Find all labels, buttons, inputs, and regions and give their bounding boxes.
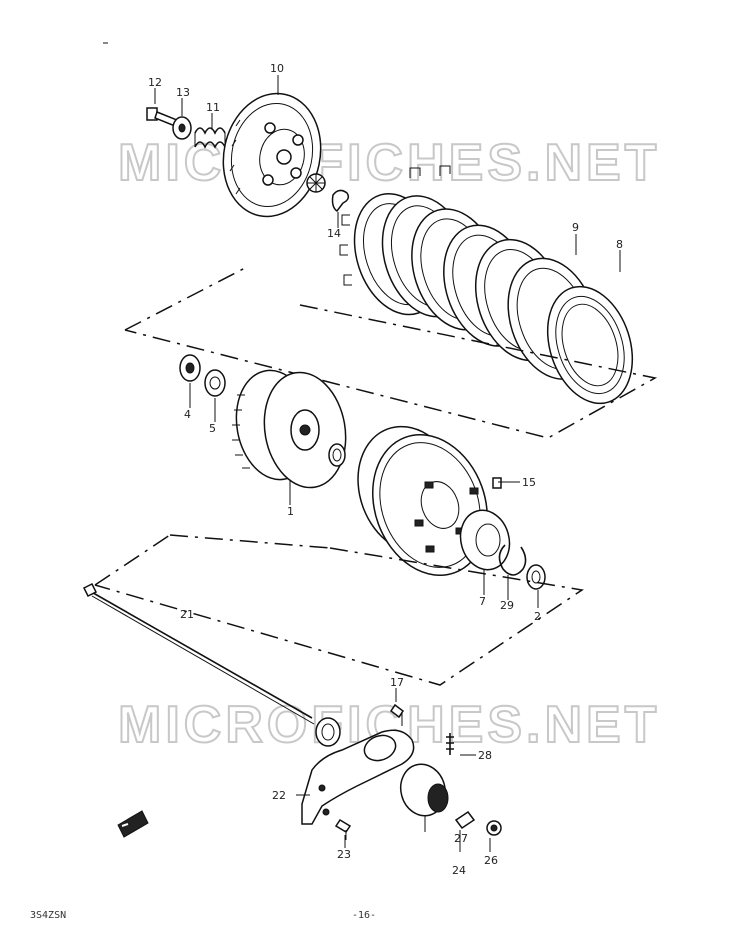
callout-21: 21 (180, 608, 194, 621)
callout-8: 8 (616, 238, 623, 251)
callout-7: 7 (479, 595, 486, 608)
callout-5: 5 (209, 422, 216, 435)
callout-2: 2 (534, 610, 541, 623)
callout-27: 27 (454, 832, 468, 845)
clutch-spring-set (146, 107, 226, 149)
clutch-plate-stack (339, 165, 634, 405)
callout-26: 26 (484, 854, 498, 867)
footer-page-number: -16- (352, 910, 376, 921)
callout-13: 13 (176, 86, 190, 99)
callout-9: 9 (572, 221, 579, 234)
callout-28: 28 (478, 749, 492, 762)
callout-24: 24 (452, 864, 466, 877)
callout-12: 12 (148, 76, 162, 89)
callout-1: 1 (287, 505, 294, 518)
callout-10: 10 (270, 62, 284, 75)
release-bearing (306, 173, 350, 213)
callout-4: 4 (184, 408, 191, 421)
callout-22: 22 (272, 789, 286, 802)
pressure-plate (222, 92, 322, 218)
housing-thrust-parts (459, 509, 546, 590)
clutch-push-rod (82, 582, 341, 747)
callout-23: 23 (337, 848, 351, 861)
front-arrow-icon (117, 810, 149, 838)
callout-leaders (154, 75, 621, 852)
footer-code: 3S4ZSN (30, 910, 66, 921)
callout-15: 15 (522, 476, 536, 489)
callout-17: 17 (390, 676, 404, 689)
plate-stack-outline (124, 267, 658, 439)
callout-29: 29 (500, 599, 514, 612)
callout-14: 14 (327, 227, 341, 240)
housing-outline (94, 534, 584, 686)
clutch-housing (357, 425, 502, 576)
clutch-hub (232, 369, 347, 489)
clutch-release-mechanism (301, 703, 502, 840)
hub-washers (179, 354, 346, 467)
callout-11: 11 (206, 101, 220, 114)
